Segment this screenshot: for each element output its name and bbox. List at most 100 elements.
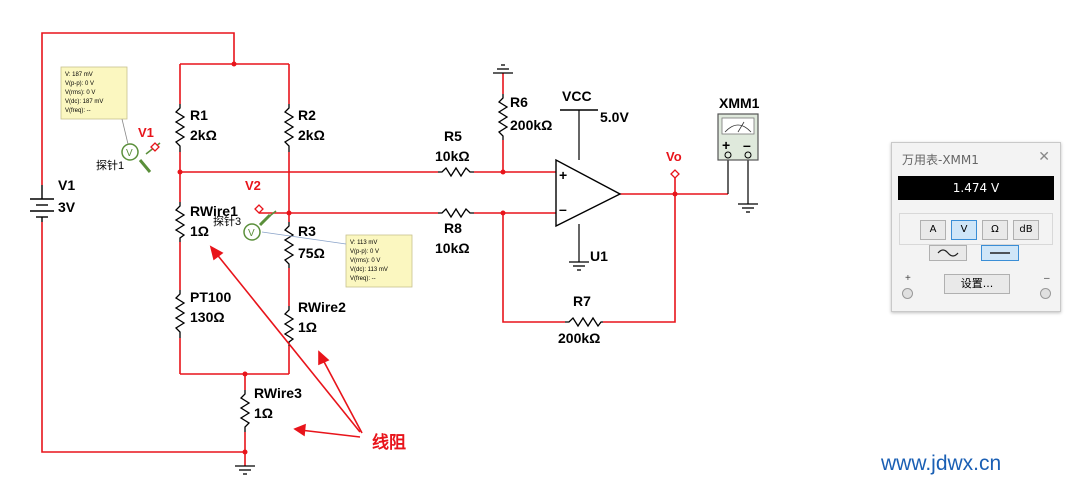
opamp-minus: –	[559, 201, 567, 217]
xmm-symbol-name: XMM1	[719, 95, 760, 111]
resistor-symbols	[174, 94, 603, 432]
plus-terminal-icon[interactable]	[902, 288, 913, 299]
opamp-name: U1	[590, 248, 608, 264]
probe-1-label: 探针1	[96, 158, 124, 172]
settings-button[interactable]: 设置...	[944, 274, 1010, 294]
mode-button-db[interactable]: dB	[1013, 220, 1039, 240]
r2-value: 2kΩ	[298, 127, 325, 143]
r6-name: R6	[510, 94, 528, 110]
mode-button-ohm[interactable]: Ω	[982, 220, 1008, 240]
pt100-resistor[interactable]	[174, 290, 186, 338]
rwire3-value: 1Ω	[254, 405, 273, 421]
probe-3-v-icon: V	[248, 228, 255, 239]
opamp-u1[interactable]	[555, 158, 622, 228]
probe-3-line: V: 113 mV	[350, 240, 377, 246]
r6-resistor[interactable]	[497, 94, 509, 140]
probe-3-line: V(freq): --	[350, 276, 376, 282]
xmm-symbol-minus: –	[743, 137, 751, 153]
vo-probe-marker[interactable]	[670, 169, 680, 179]
rwire3-resistor[interactable]	[239, 390, 251, 432]
probe-3[interactable]: V	[243, 204, 277, 241]
junctions	[177, 61, 678, 455]
r1-resistor[interactable]	[174, 104, 186, 152]
wire-v1-bottom	[41, 222, 245, 453]
ground-icon	[569, 261, 589, 271]
plus-terminal-label: +	[905, 273, 911, 284]
net-label-v1: V1	[138, 125, 154, 140]
r6-value: 200kΩ	[510, 117, 552, 133]
probe-3-line: V(dc): 113 mV	[350, 267, 388, 273]
probe-1-line: V(rms): 0 V	[65, 90, 95, 96]
probe-1-v-icon: V	[126, 148, 133, 159]
mode-button-a[interactable]: A	[920, 220, 946, 240]
r8-resistor[interactable]	[438, 207, 474, 219]
r3-value: 75Ω	[298, 245, 325, 261]
v1-source-value: 3V	[58, 199, 76, 215]
probe-3-readout: V: 113 mV V(p-p): 0 V V(rms): 0 V V(dc):…	[261, 231, 413, 288]
rwire2-resistor[interactable]	[283, 306, 295, 346]
multimeter-display: 1.474 V	[898, 176, 1054, 200]
wires	[41, 32, 728, 466]
minus-terminal-icon[interactable]	[1040, 288, 1051, 299]
rwire3-name: RWire3	[254, 385, 302, 401]
rwire2-value: 1Ω	[298, 319, 317, 335]
probe-3-label: 探针3	[213, 214, 241, 228]
multimeter-title: 万用表-XMM1	[902, 153, 979, 167]
rwire1-name: RWire1	[190, 203, 238, 219]
mode-group: A V Ω dB	[899, 213, 1053, 245]
probe-3-line: V(p-p): 0 V	[350, 249, 379, 255]
annotation-arrows	[209, 245, 363, 438]
r5-name: R5	[444, 128, 462, 144]
probe-3-line: V(rms): 0 V	[350, 258, 380, 264]
rwire2-name: RWire2	[298, 299, 346, 315]
xmm-symbol-plus: +	[722, 137, 730, 153]
r7-value: 200kΩ	[558, 330, 600, 346]
r8-name: R8	[444, 220, 462, 236]
r7-name: R7	[573, 293, 591, 309]
ac-button[interactable]	[929, 245, 967, 261]
net-label-vo: Vo	[666, 149, 682, 164]
battery-v1[interactable]	[30, 185, 54, 222]
probe-1-line: V(p-p): 0 V	[65, 81, 94, 87]
ac-wave-icon	[937, 249, 959, 257]
ground-icon	[235, 465, 255, 475]
r7-resistor[interactable]	[565, 316, 603, 328]
dc-line-icon	[990, 252, 1010, 254]
close-icon[interactable]: ✕	[1038, 148, 1050, 164]
minus-terminal-label: –	[1044, 273, 1050, 284]
r2-name: R2	[298, 107, 316, 123]
r2-resistor[interactable]	[283, 104, 295, 152]
multimeter-symbol[interactable]	[717, 113, 759, 161]
wire-r7-left	[502, 213, 565, 323]
ground-icon	[493, 64, 513, 74]
probe-1-readout: V: 187 mV V(p-p): 0 V V(rms): 0 V V(dc):…	[60, 66, 129, 145]
dc-button[interactable]	[981, 245, 1019, 261]
r5-value: 10kΩ	[435, 148, 470, 164]
pt100-name: PT100	[190, 289, 231, 305]
r3-resistor[interactable]	[283, 222, 295, 268]
r3-name: R3	[298, 223, 316, 239]
r8-value: 10kΩ	[435, 240, 470, 256]
vcc-name: VCC	[562, 88, 592, 104]
rwire1-resistor[interactable]	[174, 202, 186, 242]
r5-resistor[interactable]	[438, 166, 474, 178]
probe-1-line: V(dc): 187 mV	[65, 99, 103, 105]
r1-value: 2kΩ	[190, 127, 217, 143]
probe-1-line: V: 187 mV	[65, 72, 93, 78]
probe-1[interactable]: V	[121, 142, 161, 173]
opamp-plus: +	[559, 167, 567, 183]
ground-symbols	[235, 64, 758, 475]
mode-button-v[interactable]: V	[951, 220, 977, 240]
r1-name: R1	[190, 107, 208, 123]
v1-source-name: V1	[58, 177, 75, 193]
net-label-v2: V2	[245, 178, 261, 193]
wire-r7-right	[603, 194, 676, 323]
multimeter-panel[interactable]: 万用表-XMM1 ✕ 1.474 V A V Ω dB + – 设置...	[891, 142, 1061, 312]
vcc-value: 5.0V	[600, 109, 629, 125]
ground-icon	[738, 203, 758, 213]
watermark: www.jdwx.cn	[881, 452, 1002, 475]
annotation-wire-resistance: 线阻	[372, 432, 406, 452]
rwire1-value: 1Ω	[190, 223, 209, 239]
wire-v1-top	[41, 32, 235, 185]
